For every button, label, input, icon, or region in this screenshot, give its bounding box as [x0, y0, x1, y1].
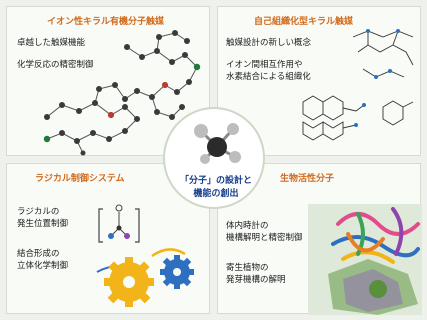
molecule-model-icon [194, 123, 241, 164]
radical-center-icon [115, 204, 123, 212]
blue-gear-icon [160, 255, 194, 289]
feature-text: 発芽機構の解明 [226, 275, 286, 285]
feature-text: 発生位置制御 [17, 219, 69, 229]
quadrant-title: イオン性キラル有機分子触媒 [47, 17, 165, 27]
feature-text: 寄生植物の [226, 263, 269, 273]
feature-text: 水素結合による組織化 [226, 72, 311, 82]
feature-text: 触媒設計の新しい概念 [226, 38, 312, 48]
center-title-line2: 機能の創出 [193, 189, 239, 199]
feature-text: 卓越した触媒機能 [17, 38, 86, 48]
feature-text: イオン間相互作用や [226, 60, 303, 70]
feature-text: 立体化学制御 [17, 261, 69, 271]
feature-text: 結合形成の [17, 249, 60, 259]
molecular-structure-drawing [302, 29, 414, 141]
radical-gears-illustration [96, 204, 194, 307]
center-title-line1: 「分子」の設計と [179, 176, 252, 186]
yellow-gear-icon [104, 257, 154, 307]
quadrant-title: 自己組織化型キラル触媒 [254, 17, 354, 27]
crystal-structure-image [43, 30, 201, 156]
center-circle: 「分子」の設計と 機能の創出 [163, 107, 265, 209]
feature-text: 機構解明と精密制御 [226, 233, 303, 243]
quadrant-ionic-organocatalyst: イオン性キラル有機分子触媒 卓越した触媒機能 化学反応の精密制御 [6, 6, 210, 156]
feature-text: ラジカルの [17, 207, 60, 217]
protein-structure-image [308, 204, 422, 315]
quadrant-title: ラジカル制御システム [35, 174, 125, 184]
quadrant-radical-control: ラジカル制御システム ラジカルの 発生位置制御 結合形成の 立体化学制御 [6, 163, 210, 314]
quadrant-title: 生物活性分子 [280, 174, 335, 184]
feature-text: 化学反応の精密制御 [17, 60, 94, 70]
feature-text: 体内時計の [226, 221, 269, 231]
